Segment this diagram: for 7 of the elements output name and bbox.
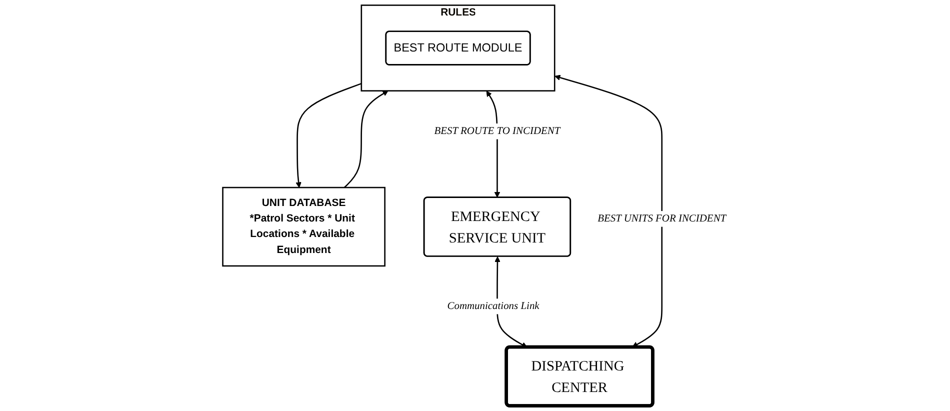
edge-label: Communications Link (447, 300, 540, 312)
edge-label: BEST ROUTE TO INCIDENT (434, 125, 560, 137)
node-box: UNIT DATABASE *Patrol Sectors * Unit Locations * Available Equipment (222, 186, 386, 267)
edge-label: BEST UNITS FOR INCIDENT (598, 213, 726, 224)
arrow (296, 82, 362, 188)
arrow (344, 90, 388, 188)
arrow (554, 74, 663, 348)
